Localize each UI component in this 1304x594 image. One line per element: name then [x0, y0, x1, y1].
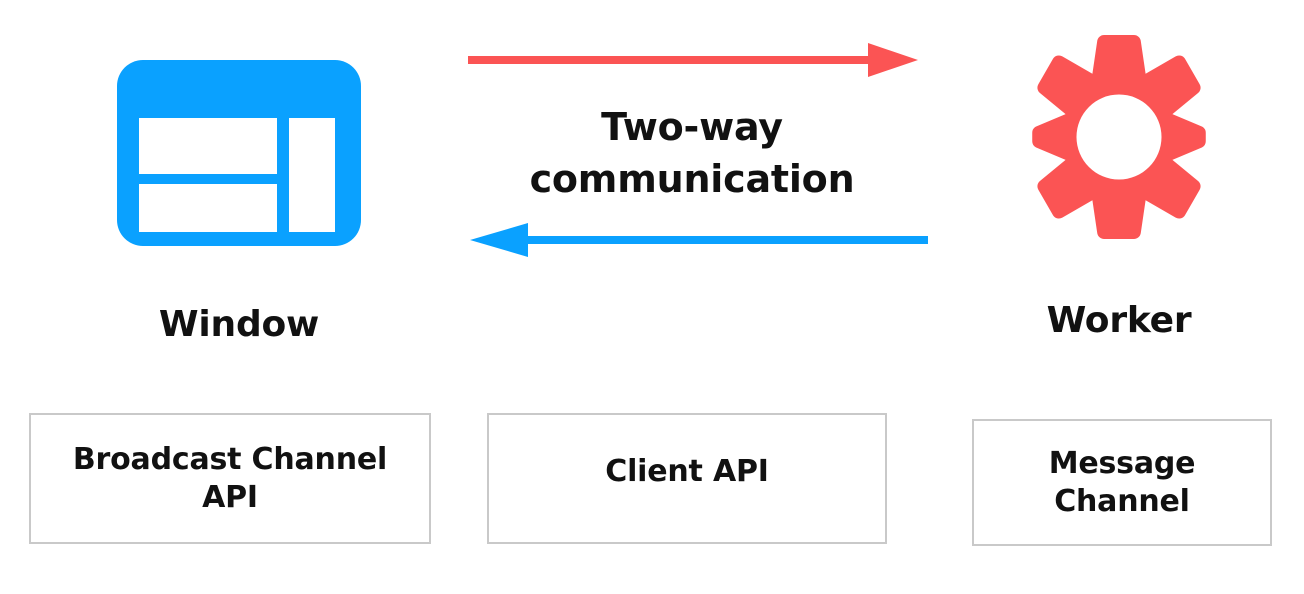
- api-box-label: Client API: [605, 454, 769, 489]
- arrow-worker-to-window: [468, 220, 928, 260]
- node-label-worker: Worker: [1046, 300, 1192, 341]
- two-way-communication-caption: Two-way communication: [529, 105, 855, 202]
- gear-icon: [1010, 28, 1228, 246]
- arrow-window-to-worker: [468, 40, 918, 80]
- api-box-message-channel: Message Channel: [972, 419, 1272, 546]
- window-pane-bottom: [139, 184, 277, 232]
- api-box-label: Message Channel: [1048, 446, 1196, 519]
- browser-window-icon: [117, 60, 361, 246]
- api-box-broadcast-channel-api: Broadcast Channel API: [29, 413, 431, 544]
- api-box-label: Broadcast Channel API: [72, 442, 388, 515]
- api-box-client-api: Client API: [487, 413, 887, 544]
- window-pane-top: [139, 118, 277, 174]
- node-label-window: Window: [158, 304, 320, 345]
- window-pane-right: [289, 118, 335, 232]
